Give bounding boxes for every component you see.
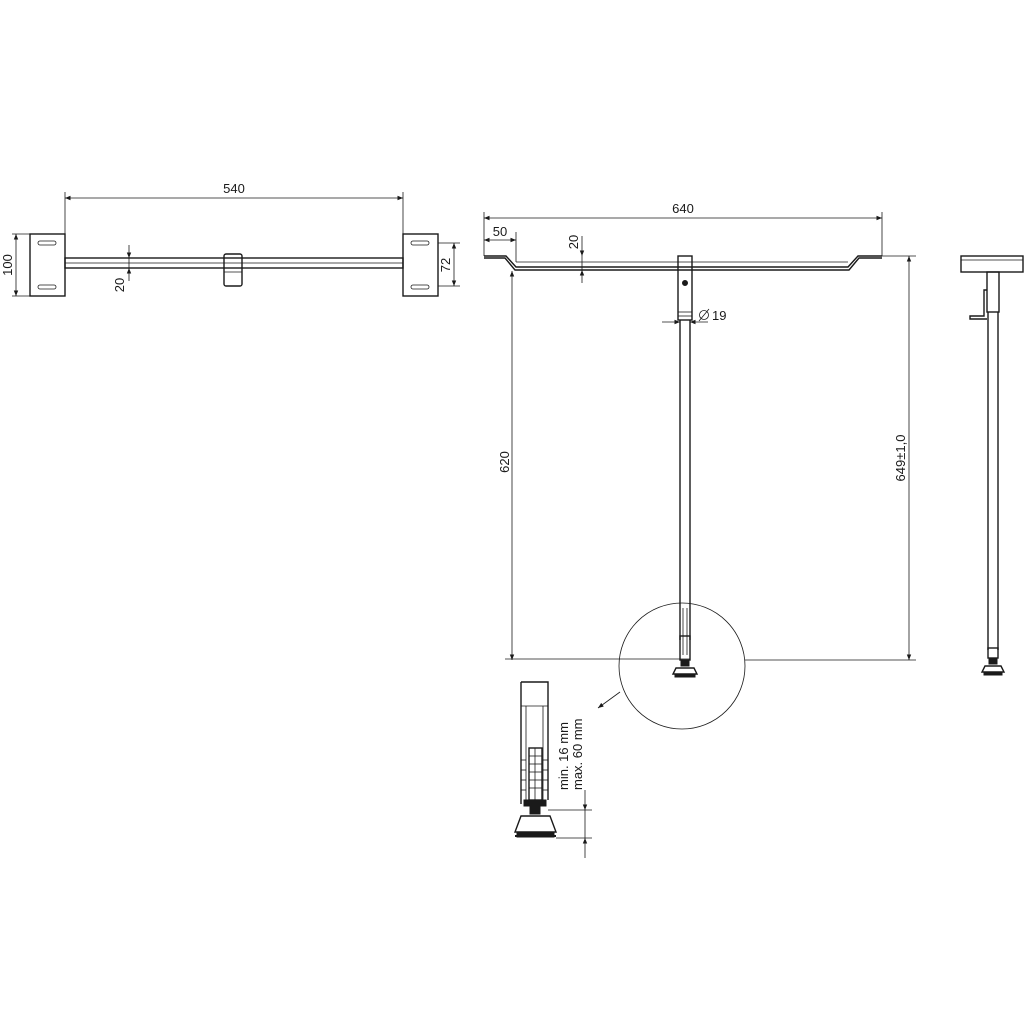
left-slot-top xyxy=(37,240,57,246)
dim-50: 50 xyxy=(493,224,507,239)
side-top-plate xyxy=(960,255,1024,273)
dim-100: 100 xyxy=(0,254,15,276)
detail-view: min. 16 mm max. 60 mm xyxy=(513,681,592,858)
right-slot-bottom xyxy=(410,284,430,290)
left-slot-bottom xyxy=(37,284,57,290)
leveling-foot xyxy=(671,667,699,675)
upright-clamp xyxy=(677,255,693,321)
dim-540: 540 xyxy=(223,181,245,196)
dim-640: 640 xyxy=(672,201,694,216)
dim-20-top: 20 xyxy=(112,278,127,292)
front-rail xyxy=(484,255,882,268)
detail-foot xyxy=(513,815,558,833)
dim-20-front: 20 xyxy=(566,235,581,249)
center-clamp xyxy=(223,253,243,287)
detail-circle xyxy=(618,602,746,730)
dim-72: 72 xyxy=(438,258,453,272)
right-slot-top xyxy=(410,240,430,246)
diameter-icon xyxy=(699,310,709,320)
detail-tube xyxy=(520,681,549,804)
top-view: 540 100 20 72 xyxy=(0,181,460,297)
detail-max: max. 60 mm xyxy=(570,718,585,790)
dim-620: 620 xyxy=(497,451,512,473)
clamp-screw xyxy=(682,280,688,286)
side-hook xyxy=(969,289,987,320)
dim-19: 19 xyxy=(712,308,726,323)
right-bracket xyxy=(402,233,439,297)
front-view: 640 50 20 19 620 649±1,0 xyxy=(483,201,916,730)
left-bracket xyxy=(29,233,66,297)
dim-649: 649±1,0 xyxy=(893,435,908,482)
side-view xyxy=(960,255,1024,676)
detail-min: min. 16 mm xyxy=(556,722,571,790)
